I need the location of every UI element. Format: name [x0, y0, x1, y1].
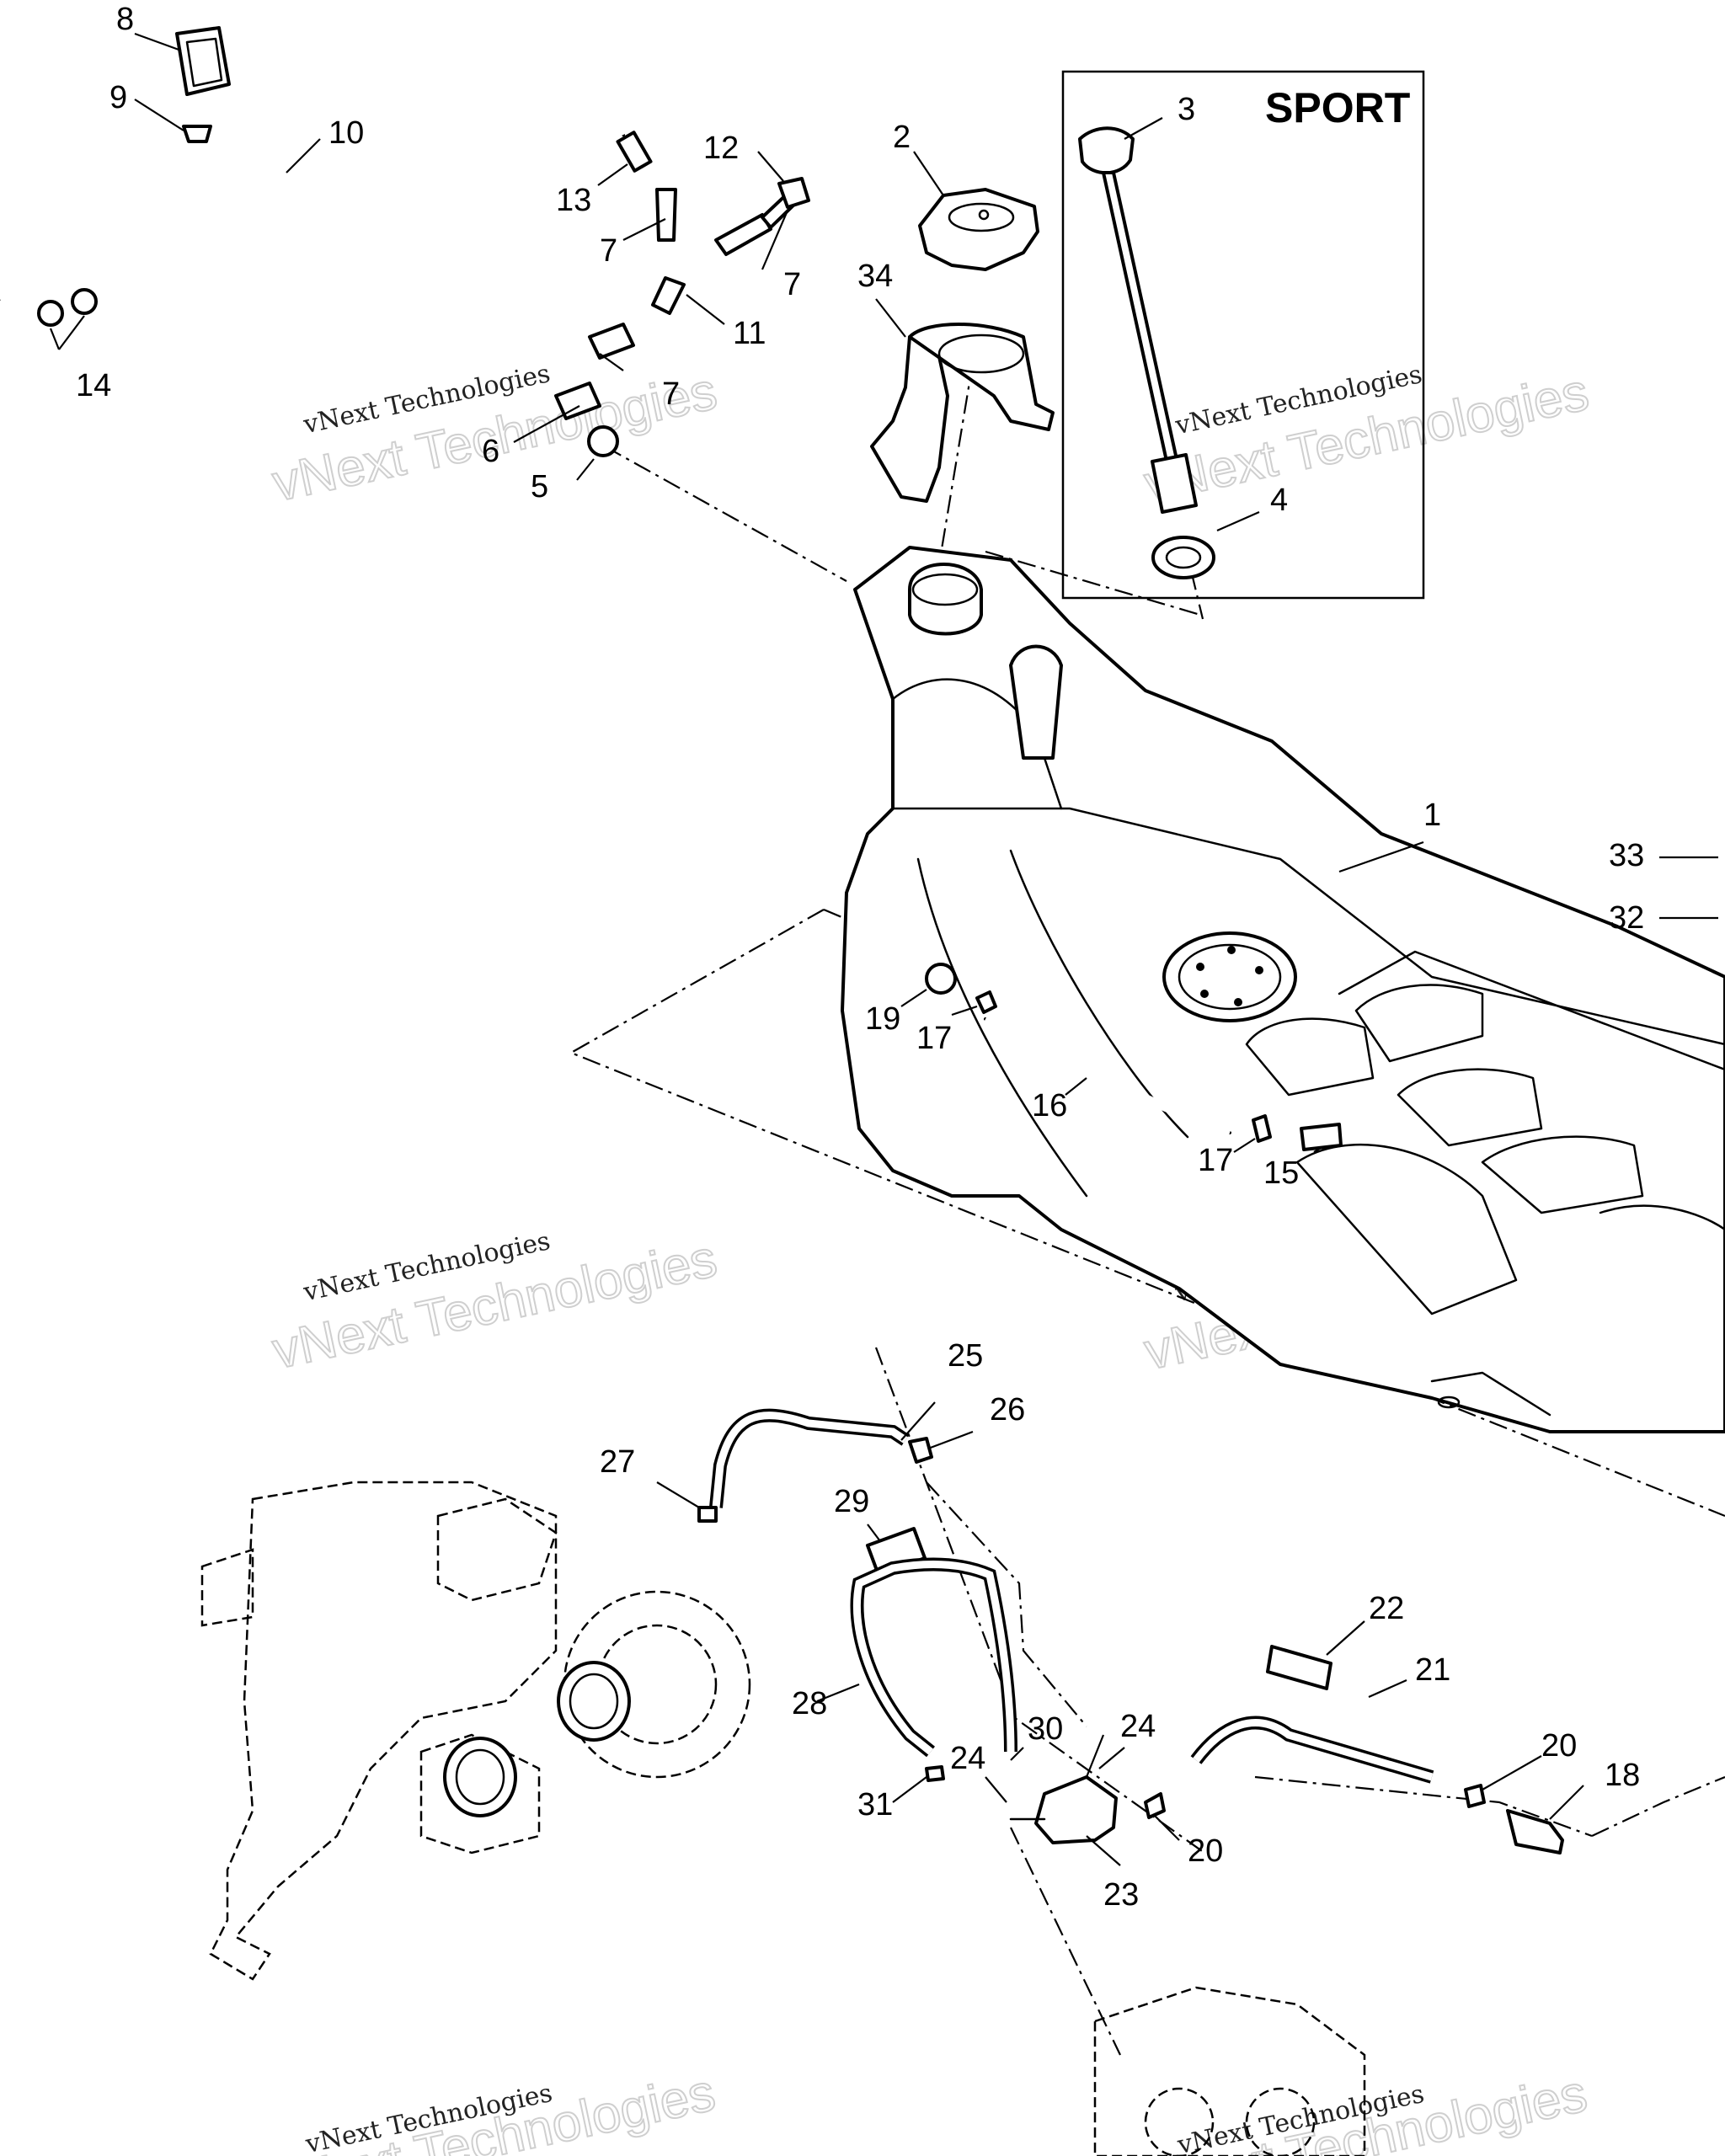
fuel-cap: [918, 188, 1039, 271]
callouts: 1 2 3 4 5 6 7 7 7 8 9 10 11 12 13 14 15 …: [76, 2, 1644, 1913]
leader-lines: [49, 32, 1718, 1866]
callout-25: 25: [948, 1338, 983, 1374]
callout-7c: 7: [662, 376, 680, 412]
watermark-top-left: vNext Technologies vNext Technologies: [267, 359, 723, 514]
callout-20a: 20: [1188, 1833, 1223, 1869]
watermark-top-right: vNext Technologies vNext Technologies: [1139, 360, 1594, 515]
callout-14: 14: [76, 368, 111, 403]
callout-17b: 17: [1198, 1143, 1233, 1178]
sport-dipstick: [1078, 126, 1215, 579]
watermark-middle-left: vNext Technologies vNext Technologies: [267, 1226, 723, 1381]
sport-label: SPORT: [1265, 84, 1410, 131]
engine-left: [200, 1481, 751, 1981]
callout-24a: 24: [950, 1741, 985, 1776]
svg-text:vNext Technologies: vNext Technologies: [266, 2063, 720, 2156]
callout-28: 28: [792, 1686, 827, 1721]
callout-3: 3: [1178, 92, 1195, 127]
carburetor-bottom: [1093, 1986, 1366, 2156]
callout-5: 5: [531, 469, 548, 504]
fuel-pump-hoses: [697, 1408, 1564, 1854]
callout-23: 23: [1103, 1877, 1139, 1913]
callout-32: 32: [1609, 900, 1644, 936]
callout-1: 1: [1423, 798, 1441, 833]
callout-27: 27: [600, 1444, 635, 1480]
callout-29: 29: [834, 1484, 869, 1519]
watermark-bottom-left: vNext Technologies vNext Technologies: [265, 2063, 721, 2156]
sport-inset-frame: [1061, 70, 1425, 600]
callout-11: 11: [733, 316, 766, 351]
callout-19: 19: [865, 1001, 900, 1037]
callout-20b: 20: [1541, 1728, 1577, 1764]
callout-24b: 24: [1120, 1709, 1156, 1744]
pickup-assembly: [925, 963, 1343, 1151]
callout-22: 22: [1369, 1591, 1404, 1626]
callout-17a: 17: [916, 1021, 952, 1056]
callout-30: 30: [1028, 1711, 1063, 1747]
callout-10: 10: [328, 115, 364, 151]
callout-9: 9: [109, 80, 127, 115]
callout-7a: 7: [600, 233, 617, 269]
vent-hose-assembly: [0, 26, 810, 457]
callout-8: 8: [116, 2, 134, 37]
engine-carb-adapters: [443, 1661, 631, 1817]
fuel-tank: [841, 546, 1725, 1433]
callout-26: 26: [990, 1392, 1025, 1428]
callout-21: 21: [1415, 1652, 1450, 1688]
callout-7b: 7: [783, 267, 801, 302]
callout-4: 4: [1270, 483, 1288, 518]
callout-2: 2: [893, 120, 911, 155]
callout-33: 33: [1609, 838, 1644, 873]
callout-15: 15: [1263, 1155, 1299, 1191]
callout-13: 13: [556, 183, 591, 218]
callout-31: 31: [857, 1787, 893, 1822]
callout-18: 18: [1605, 1758, 1640, 1793]
watermark-bottom-right: vNext Technologies vNext Technologies: [1137, 2063, 1593, 2156]
callout-16: 16: [1032, 1088, 1067, 1123]
cap-bracket: [870, 323, 1055, 503]
callout-12: 12: [703, 131, 739, 166]
callout-34: 34: [857, 259, 893, 294]
callout-6: 6: [482, 434, 499, 469]
